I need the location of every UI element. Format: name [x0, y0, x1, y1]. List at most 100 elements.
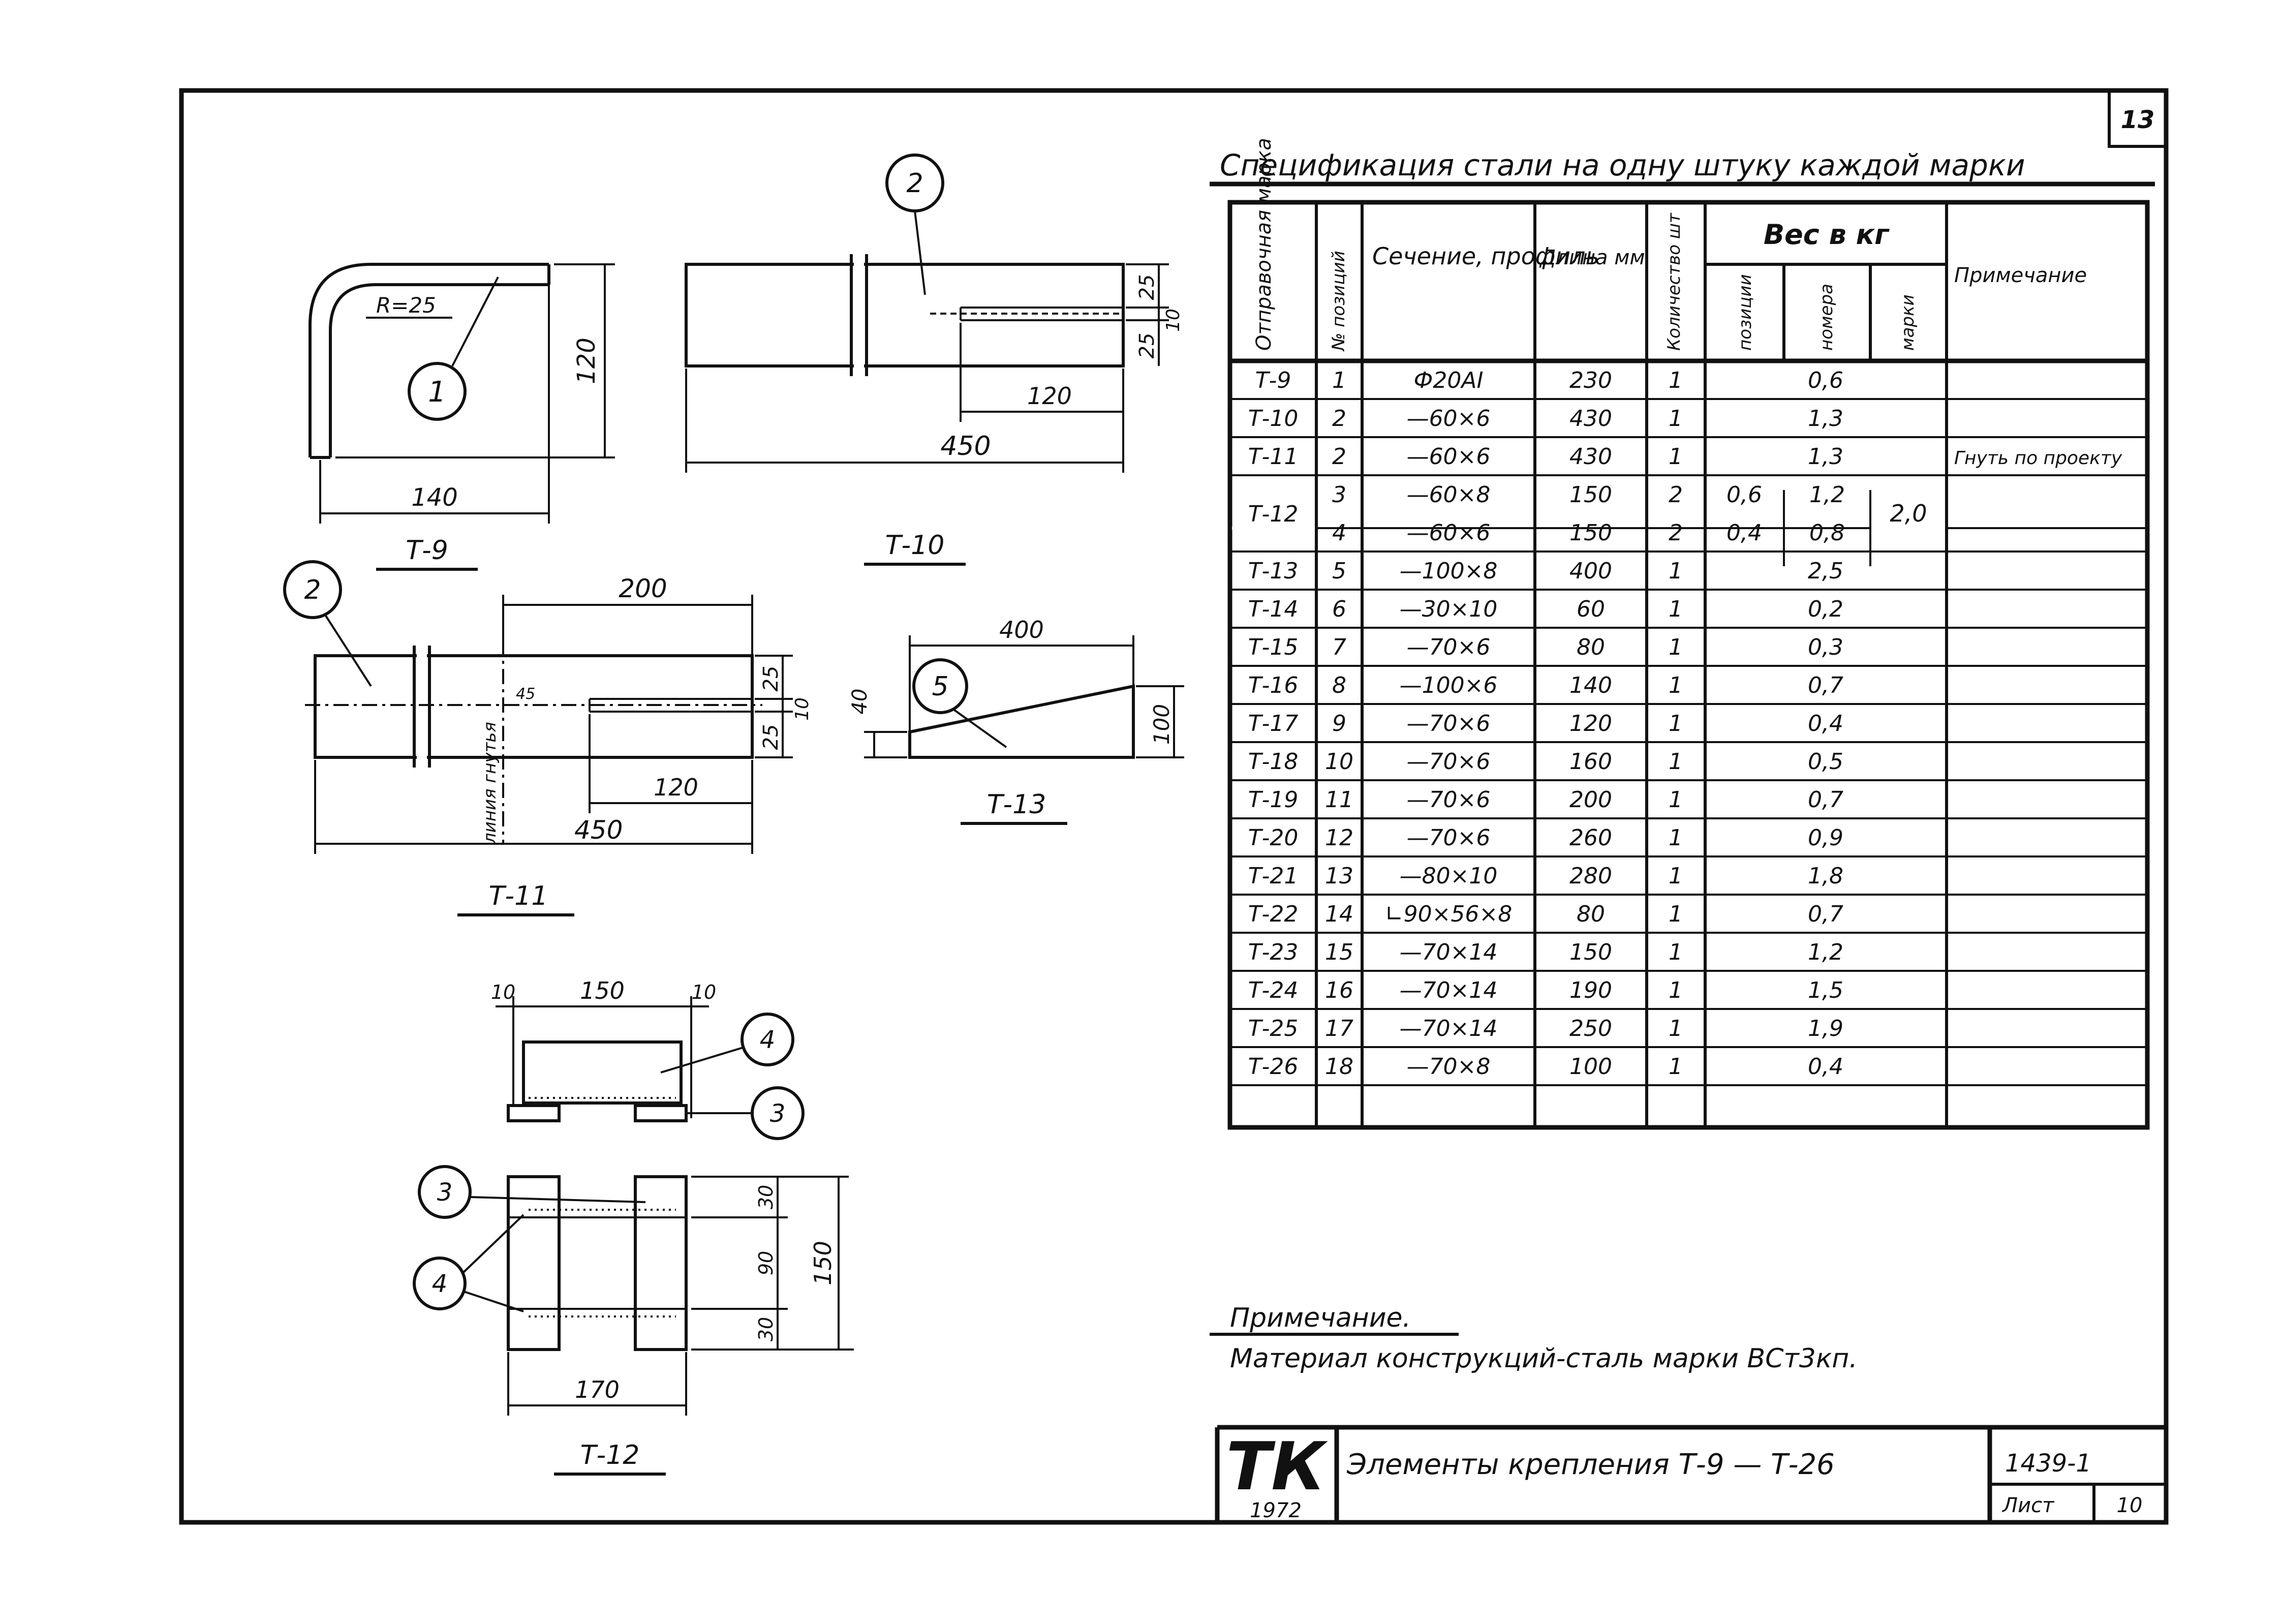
spec-cell-weight: 0,2	[1808, 596, 1843, 622]
spec-cell-weight: 2,5	[1808, 558, 1843, 584]
spec-cell-pos: 8	[1332, 672, 1346, 698]
spec-cell-mark: Т-22	[1248, 901, 1299, 927]
t11-bend-angle: 45	[516, 685, 535, 703]
spec-cell-length: 400	[1569, 558, 1612, 584]
hdr-length: Длина мм	[1539, 246, 1645, 269]
spec-cell-qty: 1	[1669, 1054, 1683, 1080]
t9-label: Т-9	[406, 535, 448, 566]
t11-bend-note: линия гнутья	[480, 722, 500, 844]
spec-cell-mark: Т-16	[1248, 672, 1299, 698]
hdr-position: № позиций	[1329, 251, 1349, 352]
spec-cell-length: 250	[1569, 1016, 1612, 1041]
hdr-note: Примечание	[1954, 264, 2087, 287]
spec-cell-mark: Т-14	[1248, 596, 1299, 622]
t9-callout: 1	[428, 376, 446, 409]
t11-dim-slot: 120	[654, 774, 698, 801]
hdr-section: Сечение, профиль	[1372, 242, 1599, 270]
drawing-t13: 400 40 100 5 Т-13	[848, 616, 1184, 825]
spec-cell-length: 200	[1569, 787, 1612, 813]
t12-dim-right: 10	[692, 981, 716, 1003]
spec-cell-length: 100	[1569, 1054, 1612, 1080]
stamp-code: 1439-1	[2005, 1449, 2091, 1478]
spec-cell-pos: 6	[1332, 596, 1346, 622]
spec-cell-qty: 1	[1669, 444, 1683, 470]
hdr-w-numbers: номера	[1816, 284, 1837, 351]
spec-cell-section: —70×14	[1400, 977, 1498, 1003]
spec-cell-mark: Т-24	[1248, 977, 1299, 1003]
stamp-logo: ТК	[1226, 1428, 1329, 1505]
spec-cell-section: ∟90×56×8	[1385, 901, 1513, 927]
spec-cell-mark: Т-15	[1248, 634, 1299, 660]
note-title: Примечание.	[1230, 1303, 1411, 1333]
spec-cell-w-mark: 2,0	[1890, 500, 1927, 527]
t9-dim-h: 120	[572, 338, 601, 384]
spec-cell-weight: 0,6	[1808, 367, 1843, 393]
spec-cell-section: —60×6	[1407, 406, 1491, 432]
t12-callout-b: 3	[770, 1099, 786, 1128]
spec-cell-qty: 1	[1669, 977, 1683, 1003]
sheet-number-box	[2108, 89, 2168, 148]
t12-callout-c: 3	[437, 1178, 453, 1207]
spec-cell-w-pos: 0,6	[1726, 482, 1762, 508]
spec-cell-mark: Т-17	[1248, 711, 1299, 737]
spec-cell-section: —70×14	[1400, 939, 1498, 965]
spec-cell-length: 140	[1569, 672, 1612, 698]
spec-cell-pos: 2	[1332, 406, 1346, 432]
spec-cell-qty: 1	[1669, 558, 1683, 584]
spec-cell-section: —100×8	[1400, 558, 1498, 584]
t10-dim-a: 25	[1135, 274, 1159, 300]
t12-dim-b: 90	[755, 1251, 777, 1275]
spec-cell-pos: 3	[1332, 482, 1346, 508]
t13-label: Т-13	[987, 789, 1046, 820]
spec-cell-pos: 12	[1325, 825, 1353, 851]
spec-cell-length: 160	[1569, 749, 1612, 775]
spec-cell-weight: 0,5	[1808, 749, 1843, 775]
spec-cell-section: —70×6	[1407, 711, 1491, 737]
spec-cell-weight: 1,3	[1808, 444, 1843, 470]
spec-cell-qty: 1	[1669, 825, 1683, 851]
stamp-sheet-no: 10	[2117, 1494, 2143, 1517]
spec-cell-pos: 7	[1332, 634, 1346, 660]
spec-cell-pos: 17	[1325, 1016, 1353, 1041]
hdr-mark: Отправочная марка	[1252, 138, 1276, 351]
spec-cell-w-pos: 0,4	[1726, 520, 1762, 546]
hdr-weight: Вес в кг	[1764, 219, 1890, 251]
spec-cell-section: —70×6	[1407, 749, 1491, 775]
spec-cell-section: Ф20АI	[1414, 367, 1484, 393]
spec-cell-section: —70×6	[1407, 787, 1491, 813]
spec-cell-qty: 1	[1669, 367, 1683, 393]
t10-dim-b: 25	[1135, 333, 1159, 359]
spec-cell-length: 80	[1577, 634, 1605, 660]
spec-cell-pos: 1	[1332, 367, 1346, 393]
spec-cell-qty: 1	[1669, 1016, 1683, 1041]
spec-cell-weight: 0,7	[1808, 787, 1843, 813]
spec-cell-w-num: 1,2	[1809, 482, 1845, 508]
t12-dim-a: 30	[755, 1185, 777, 1209]
spec-cell-mark: Т-25	[1248, 1016, 1299, 1041]
stamp-sheet-label: Лист	[2001, 1494, 2055, 1517]
spec-cell-pos: 16	[1325, 977, 1353, 1003]
spec-cell-weight: 1,2	[1808, 939, 1843, 965]
t11-dim-a: 25	[759, 666, 783, 692]
spec-cell-section: —60×6	[1407, 520, 1491, 546]
note-text: Материал конструкций-сталь марки ВСт3кп.	[1230, 1343, 1858, 1374]
spec-cell-section: —100×6	[1400, 672, 1498, 698]
sheet-frame	[179, 88, 2169, 1525]
t13-dim-left: 40	[848, 689, 872, 715]
spec-cell-mark: Т-20	[1248, 825, 1299, 851]
t10-label: Т-10	[885, 530, 945, 561]
drawing-t10: 2 120 450 25 10 25 Т-10	[685, 154, 1184, 566]
spec-cell-weight: 0,7	[1808, 901, 1843, 927]
spec-cell-mark: Т-10	[1248, 406, 1299, 432]
spec-cell-section: —80×10	[1400, 863, 1498, 889]
spec-cell-pos: 10	[1325, 749, 1353, 775]
t11-label: Т-11	[489, 881, 548, 911]
t12-dim-left: 10	[491, 981, 515, 1003]
spec-cell-section: —70×8	[1407, 1054, 1491, 1080]
spec-cell-mark: Т-9	[1255, 367, 1291, 393]
t11-dim-total: 450	[574, 815, 623, 845]
t11-callout: 2	[304, 575, 321, 605]
t11-dim-c: 10	[792, 697, 813, 721]
spec-cell-pos: 15	[1325, 939, 1353, 965]
spec-cell-qty: 2	[1669, 520, 1683, 546]
